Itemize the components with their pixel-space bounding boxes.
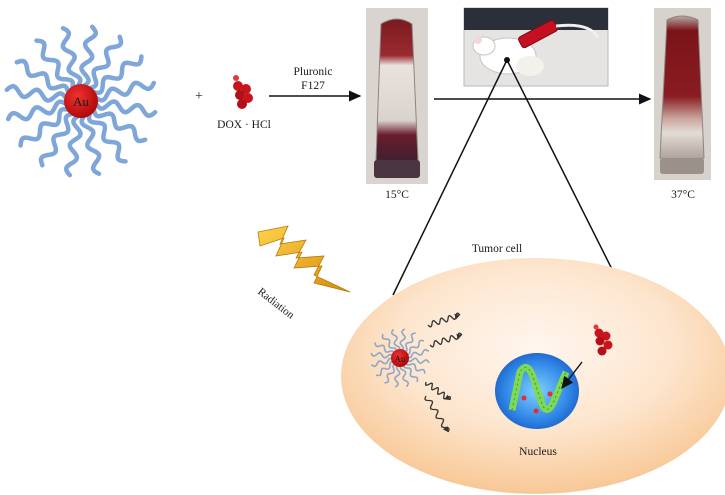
wave-arrowhead: [456, 333, 462, 340]
emission-waves: [424, 312, 463, 433]
ligand-chain: [371, 357, 394, 368]
ligand-chain: [34, 38, 76, 92]
ligand-chain: [86, 34, 124, 91]
ligand-chain: [384, 363, 398, 384]
gold-nanoparticle-icon: [4, 24, 158, 178]
gold-nanoparticle-small-icon: [370, 328, 430, 388]
wave-icon: [427, 312, 461, 328]
ligand-chain: [5, 99, 69, 122]
ligand-chain: [93, 80, 157, 103]
vial-photo-15c: [366, 8, 428, 184]
radiation-bolt-icon: [257, 225, 351, 293]
wave-arrowhead: [442, 426, 448, 432]
gold-core: [64, 84, 98, 118]
pluronic-label-line2: F127: [301, 80, 325, 92]
au-label-small: Au: [395, 354, 406, 364]
ligand-chain: [399, 364, 410, 387]
drug-arrow: [561, 361, 583, 390]
ligand-chain: [91, 106, 148, 144]
ligand-chain: [402, 362, 419, 383]
ligand-chain: [14, 58, 71, 96]
ligand-chain: [4, 83, 69, 103]
dox-molecule-icon: [233, 75, 253, 109]
ligand-chain: [394, 364, 401, 388]
ligand-chain: [93, 99, 158, 119]
temp-label-37c: 37°C: [671, 189, 695, 201]
ligand-chain: [406, 348, 429, 359]
dox-molecule-cell-icon: [593, 324, 613, 356]
ligand-chain: [399, 328, 406, 352]
ligand-chain: [60, 25, 83, 89]
dox-label: DOX · HCl: [217, 119, 271, 131]
wave-icon: [424, 395, 450, 433]
ligand-chain: [381, 333, 398, 354]
au-label-large: Au: [73, 94, 89, 109]
wave-icon: [429, 332, 463, 348]
ligand-chain: [79, 113, 102, 177]
nucleus-label: Nucleus: [519, 446, 557, 458]
wave-icon: [425, 381, 451, 401]
mouse-injection-photo: [463, 7, 609, 87]
ligand-chain: [63, 113, 83, 178]
ligand-chain: [79, 24, 99, 89]
ligand-chain: [86, 110, 128, 164]
dna-icon: [508, 364, 570, 414]
radiation-label: Radiation: [255, 286, 296, 322]
vial-photo-37c: [654, 8, 711, 180]
ligand-chain: [38, 111, 76, 168]
ligand-chain: [370, 352, 394, 359]
ligand-chain: [18, 106, 72, 148]
ligand-chain: [390, 329, 401, 352]
ligand-chain: [375, 360, 396, 377]
plus-sign: +: [195, 89, 203, 104]
temp-label-15c: 15°C: [385, 189, 409, 201]
wave-arrowhead: [444, 394, 450, 400]
tumor-cell-label: Tumor cell: [472, 243, 522, 255]
wave-arrowhead: [454, 313, 460, 320]
gold-core: [391, 349, 409, 367]
pluronic-label-line1: Pluronic: [294, 66, 333, 78]
ligand-chain: [405, 360, 426, 374]
ligand-chain: [402, 332, 416, 353]
ligand-chain: [374, 342, 395, 356]
ligand-chain: [406, 357, 430, 364]
ligand-chain: [404, 339, 425, 356]
ligand-chain: [90, 54, 144, 96]
zoom-line-left: [392, 61, 507, 296]
